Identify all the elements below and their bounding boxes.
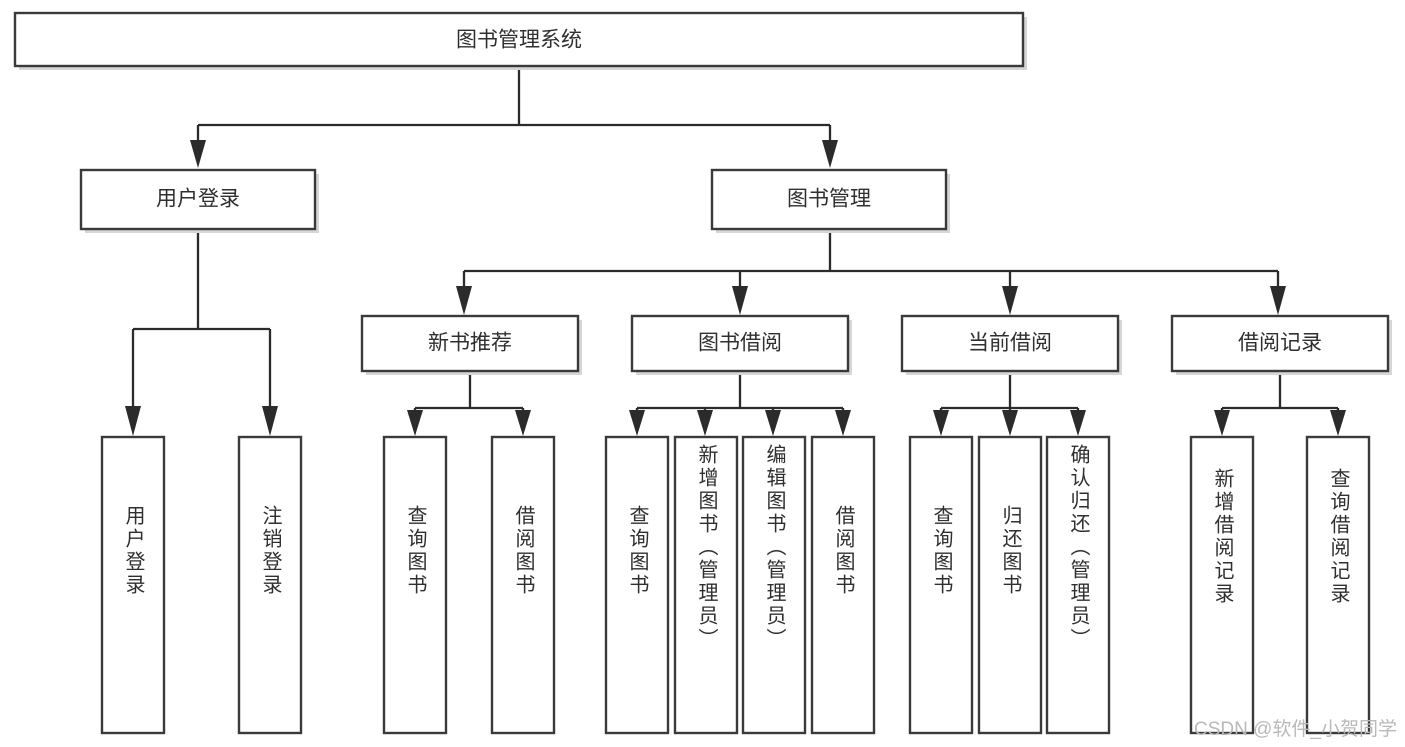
node-new-book-rec[interactable]: 新书推荐 (360, 314, 582, 375)
node-current-borrow-box[interactable] (900, 314, 1120, 373)
leaf-query-record-box[interactable] (1305, 435, 1371, 735)
node-borrow-record-box[interactable] (1170, 314, 1390, 373)
leaf-edit-book-box[interactable] (741, 435, 807, 735)
connector-group-book-borrow (629, 375, 851, 436)
leaf-query-book-2-box[interactable] (604, 435, 670, 735)
leaf-borrow-book-1-box[interactable] (490, 435, 556, 735)
arrow-bb-leaf-3 (765, 410, 781, 436)
arrow-bm-to-book-borrow (732, 286, 748, 315)
arrow-nbr-leaf-2 (515, 410, 531, 436)
leaf-confirm-return-box[interactable] (1045, 435, 1111, 735)
node-book-borrow[interactable]: 图书借阅 (630, 314, 852, 375)
leaf-return-book-box[interactable] (977, 435, 1043, 735)
leaf-add-book-box[interactable] (673, 435, 739, 735)
arrow-br-leaf-2 (1330, 410, 1346, 436)
node-user-login-box[interactable] (79, 168, 317, 231)
node-root-box[interactable] (13, 11, 1025, 68)
node-current-borrow[interactable]: 当前借阅 (900, 314, 1122, 375)
connector-group-root (190, 66, 838, 168)
connector-group-borrow-record (1214, 375, 1346, 436)
arrow-br-leaf-1 (1214, 410, 1230, 436)
node-book-manage-label: 图书管理 (787, 188, 871, 211)
arrow-bm-to-current-borrow (1002, 286, 1018, 315)
arrow-bm-to-borrow-record (1270, 286, 1286, 315)
node-current-borrow-label: 当前借阅 (968, 332, 1052, 355)
node-root[interactable]: 图书管理系统 (13, 11, 1027, 70)
arrow-root-to-user-login (190, 140, 206, 168)
node-borrow-record[interactable]: 借阅记录 (1170, 314, 1392, 375)
arrow-cb-leaf-3 (1070, 410, 1086, 436)
leaf-logout-box[interactable] (237, 435, 303, 735)
connector-group-user-login (125, 233, 278, 436)
arrow-user-login-leaf-2 (262, 406, 278, 436)
leaf-user-login-box[interactable] (100, 435, 166, 735)
arrow-bm-to-new-book-rec (456, 286, 472, 315)
node-borrow-record-label: 借阅记录 (1238, 332, 1322, 355)
leaf-query-book-1-box[interactable] (382, 435, 448, 735)
leaf-boxes (100, 435, 1371, 735)
node-new-book-rec-label: 新书推荐 (428, 332, 512, 355)
connector-group-book-manage (456, 233, 1286, 315)
node-book-borrow-label: 图书借阅 (698, 332, 782, 355)
arrow-user-login-leaf-1 (125, 406, 141, 436)
node-book-borrow-box[interactable] (630, 314, 850, 373)
csdn-watermark: CSDN @软件_小贺同学 (1194, 719, 1397, 740)
connector-group-current-borrow (933, 375, 1086, 436)
leaf-add-record-box[interactable] (1189, 435, 1255, 735)
arrow-nbr-leaf-1 (407, 410, 423, 436)
node-book-manage[interactable]: 图书管理 (710, 168, 950, 233)
connector-group-new-book-rec (407, 375, 531, 436)
node-user-login[interactable]: 用户登录 (79, 168, 319, 233)
arrow-bb-leaf-1 (629, 410, 645, 436)
node-root-label: 图书管理系统 (456, 29, 582, 52)
node-new-book-rec-box[interactable] (360, 314, 580, 373)
node-user-login-label: 用户登录 (156, 188, 240, 211)
leaf-borrow-book-2-box[interactable] (810, 435, 876, 735)
arrow-cb-leaf-2 (1002, 410, 1018, 436)
arrow-cb-leaf-1 (933, 410, 949, 436)
leaf-query-book-3-box[interactable] (908, 435, 974, 735)
arrow-bb-leaf-4 (835, 410, 851, 436)
node-book-manage-box[interactable] (710, 168, 948, 231)
arrow-root-to-book-manage (822, 140, 838, 168)
arrow-bb-leaf-2 (697, 410, 713, 436)
